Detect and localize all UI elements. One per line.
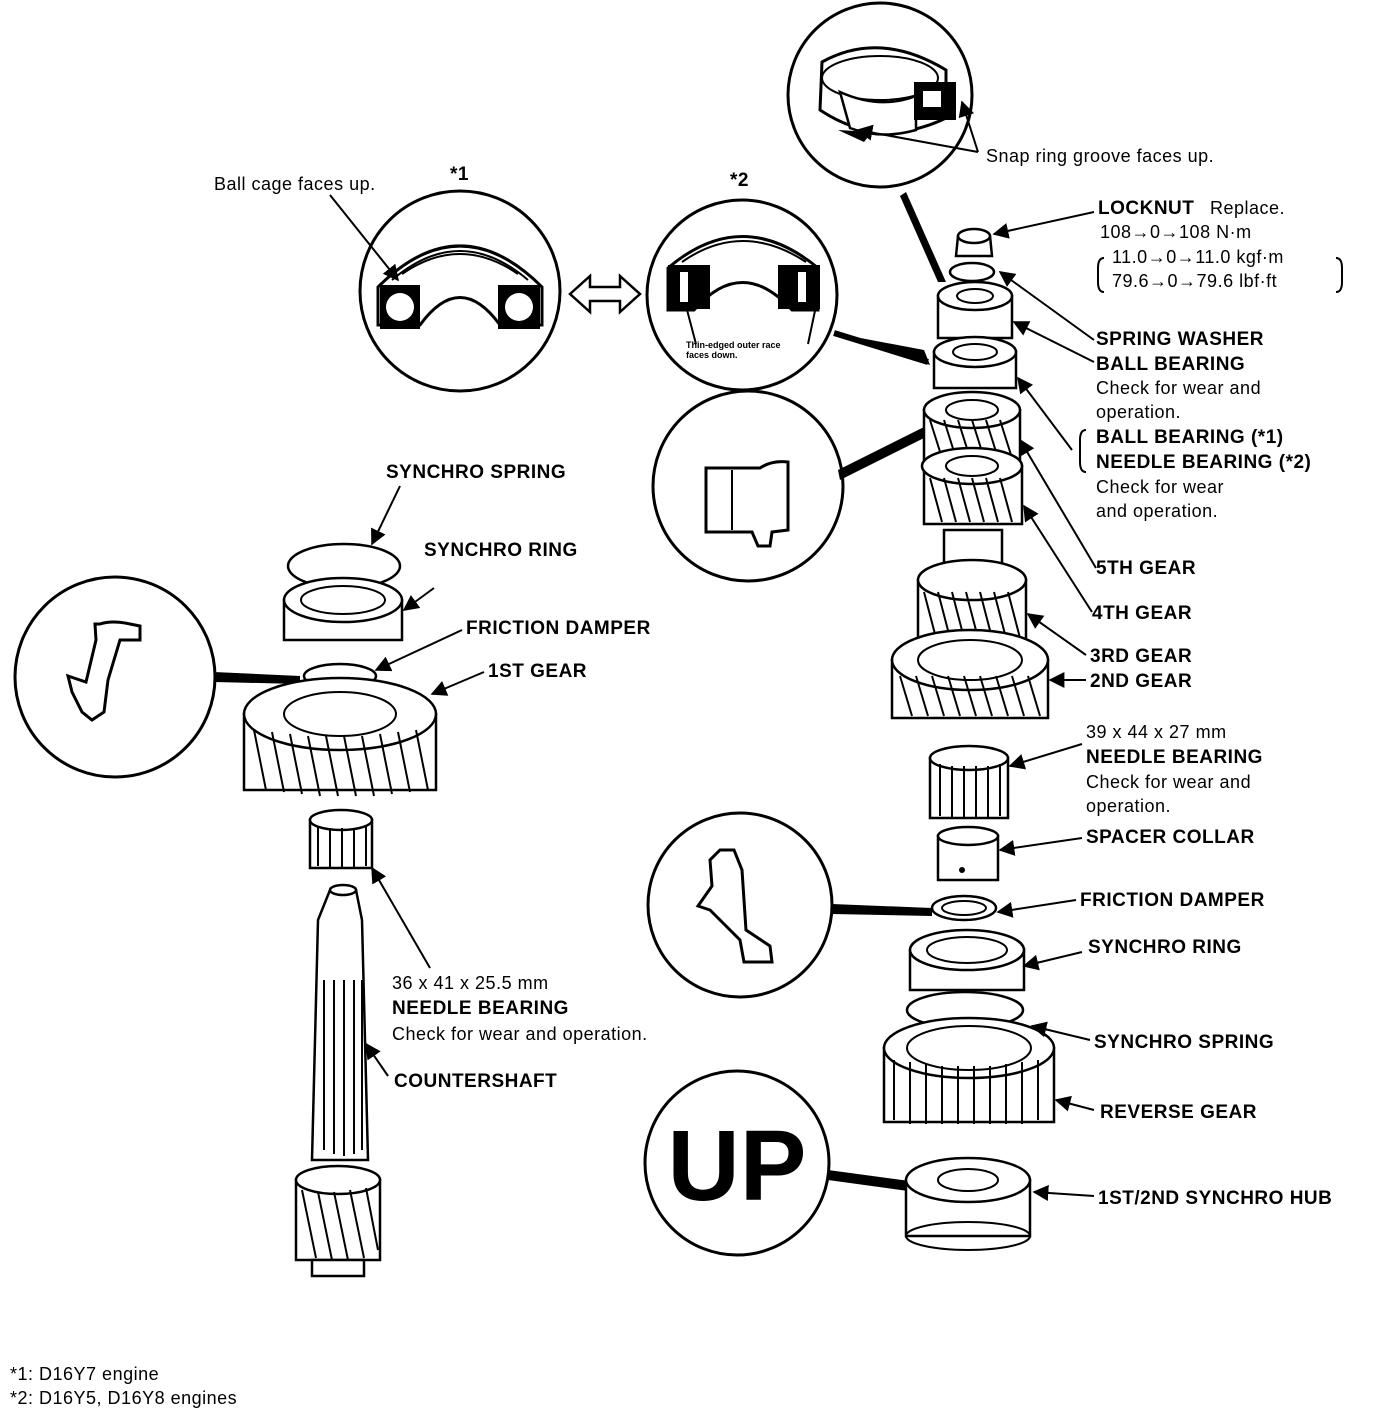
ball-bearing-check1: Check for wear and [1096, 378, 1261, 398]
needle-bearing-main-label: NEEDLE BEARING [1086, 747, 1263, 768]
detail-snap-ring [786, 1, 974, 189]
synchro-hub-label: 1ST/2ND SYNCHRO HUB [1098, 1188, 1332, 1209]
countershaft-label: COUNTERSHAFT [394, 1071, 557, 1092]
thin-edged-line2: faces down. [686, 350, 738, 360]
third-gear-label: 3RD GEAR [1090, 646, 1192, 667]
detail-needle-bearing-star2 [645, 198, 839, 392]
fourth-gear-label: 4TH GEAR [1092, 603, 1192, 624]
spring-washer-label: SPRING WASHER [1096, 329, 1264, 350]
needle-bearing-star2-label: NEEDLE BEARING (*2) [1096, 452, 1311, 473]
synchro-ring-counter-label: SYNCHRO RING [424, 540, 578, 561]
torque-kgf: 11.0→0→11.0 kgf·m [1112, 247, 1284, 267]
mainshaft-leaders [992, 211, 1097, 1201]
locknut-note: Replace. [1210, 198, 1285, 218]
left-detail-pointer [214, 672, 300, 684]
second-gear-label: 2ND GEAR [1090, 671, 1192, 692]
synchro-spring-counter-label: SYNCHRO SPRING [386, 462, 566, 483]
gear-detail-pointer [838, 425, 930, 480]
first-gear-label: 1ST GEAR [488, 661, 587, 682]
countershaft-leaders [365, 485, 485, 1077]
damper-detail-pointer [832, 904, 932, 916]
detail-gear-cross-section [651, 389, 845, 583]
torque-lbf: 79.6→0→79.6 lbf·ft [1112, 271, 1277, 291]
needle-check-counter: Check for wear and operation. [392, 1024, 648, 1044]
snap-ring-leader-2 [958, 100, 979, 153]
needle-bearing-counter-label: NEEDLE BEARING [392, 998, 569, 1019]
needle-check1: Check for wear and [1086, 772, 1251, 792]
footnote-star1: *1: D16Y7 engine [10, 1364, 159, 1384]
detail-ball-bearing-star1 [358, 189, 562, 393]
torque-nm: 108→0→108 N·m [1100, 222, 1252, 242]
up-symbol: UP [668, 1110, 807, 1222]
synchro-ring-main-label: SYNCHRO RING [1088, 937, 1242, 958]
star-check1: Check for wear [1096, 477, 1224, 497]
needle-check2: operation. [1086, 796, 1171, 816]
locknut-label: LOCKNUT [1098, 198, 1194, 219]
mainshaft-assembly [882, 227, 1056, 1251]
ball-bearing-label: BALL BEARING [1096, 354, 1245, 375]
double-arrow-icon [568, 273, 642, 315]
detail2-leader [833, 330, 929, 365]
needle-size-counter: 36 x 41 x 25.5 mm [392, 973, 549, 993]
star-bracket [1079, 429, 1087, 473]
ball-bearing-check2: operation. [1096, 402, 1181, 422]
reverse-gear-label: REVERSE GEAR [1100, 1102, 1257, 1123]
star1-label: *1 [450, 164, 469, 185]
thin-edged-line1: Thin-edged outer race [686, 340, 781, 350]
fifth-gear-label: 5TH GEAR [1096, 558, 1196, 579]
detail-friction-damper-left [13, 575, 217, 779]
torque-bracket-left [1097, 257, 1105, 293]
snap-detail-pointer [900, 192, 946, 282]
star2-label: *2 [730, 170, 749, 191]
star-check2: and operation. [1096, 501, 1218, 521]
torque-bracket-right [1335, 257, 1343, 293]
snap-ring-leader-1 [856, 124, 979, 153]
ball-cage-note: Ball cage faces up. [214, 174, 376, 194]
detail-up-orientation: UP [643, 1069, 831, 1257]
needle-size-main: 39 x 44 x 27 mm [1086, 722, 1227, 742]
detail-friction-damper-right [646, 811, 834, 999]
synchro-spring-main-label: SYNCHRO SPRING [1094, 1032, 1274, 1053]
spacer-collar-label: SPACER COLLAR [1086, 827, 1255, 848]
ball-cage-leader [329, 194, 399, 282]
ball-bearing-star1-label: BALL BEARING (*1) [1096, 427, 1284, 448]
footnote-star2: *2: D16Y5, D16Y8 engines [10, 1388, 237, 1408]
countershaft-assembly [242, 542, 438, 1278]
friction-damper-counter-label: FRICTION DAMPER [466, 618, 651, 639]
friction-damper-main-label: FRICTION DAMPER [1080, 890, 1265, 911]
snap-ring-note: Snap ring groove faces up. [986, 146, 1214, 166]
